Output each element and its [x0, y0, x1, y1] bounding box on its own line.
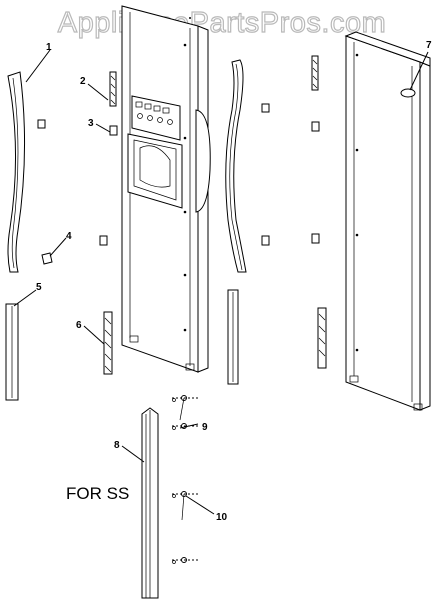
for-ss-note: FOR SS	[66, 484, 129, 503]
freezer-door	[121, 5, 211, 373]
dispenser-recess	[127, 133, 183, 209]
door-handle-left	[7, 71, 26, 273]
mounting-brackets	[37, 103, 320, 265]
watermark-text: AppliancePartsPros.com	[58, 7, 387, 39]
door-handle-right	[225, 59, 247, 273]
callout-6: 6	[76, 320, 82, 331]
trim-strip-bottom	[103, 311, 113, 375]
callout-leaders	[13, 49, 429, 515]
callout-1: 1	[46, 42, 52, 53]
trim-strip-bottom-right	[317, 307, 327, 369]
callout-7: 7	[426, 40, 432, 51]
callout-9: 9	[202, 422, 208, 433]
control-buttons	[135, 101, 173, 125]
trim-strip-top-right	[311, 55, 319, 91]
fresh-food-door	[344, 31, 431, 411]
callout-8: 8	[114, 440, 120, 451]
callout-2: 2	[80, 76, 86, 87]
ss-trim-strip	[141, 407, 159, 599]
callout-10: 10	[216, 512, 228, 523]
screw-dots	[183, 17, 191, 332]
trim-strip-top	[109, 71, 117, 107]
callout-4: 4	[66, 231, 72, 242]
callout-5: 5	[36, 282, 42, 293]
callout-3: 3	[88, 118, 94, 129]
door-badge	[400, 88, 416, 98]
fasteners	[172, 395, 198, 564]
